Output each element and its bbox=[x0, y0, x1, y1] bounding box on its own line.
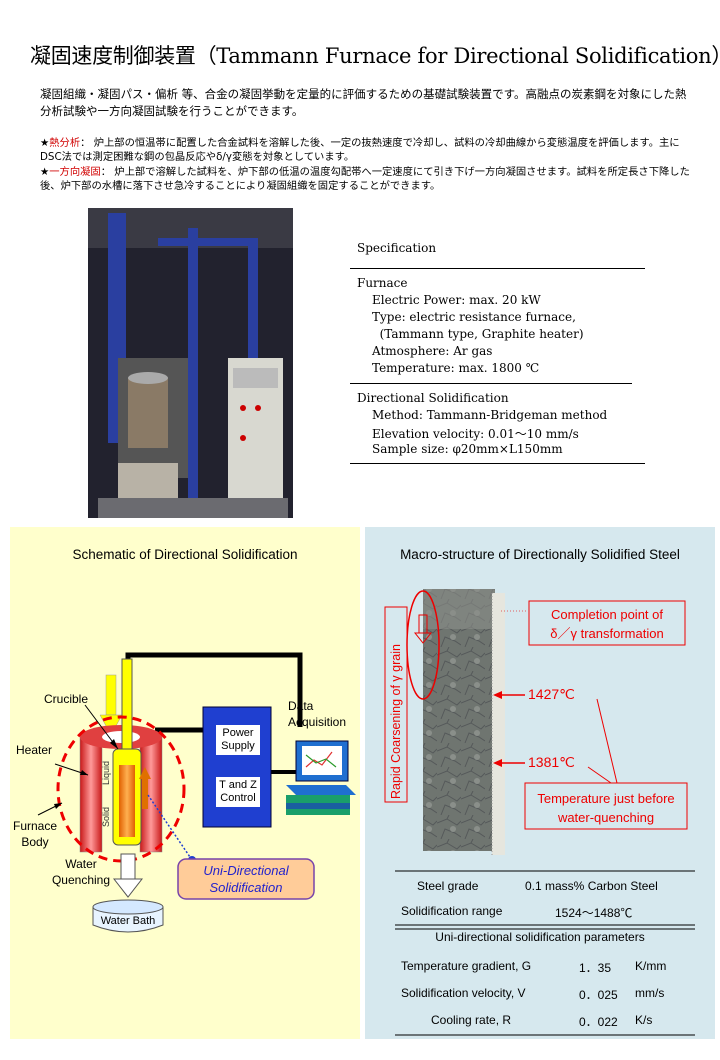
spec-line: Elevation velocity: 0.01～10 mm/s bbox=[372, 427, 579, 441]
macro-title: Macro-structure of Directionally Solidif… bbox=[400, 547, 680, 562]
macro-panel: Macro-structure of Directionally Solidif… bbox=[365, 527, 715, 1039]
heater-label: Heater bbox=[16, 743, 53, 757]
param-label: Temperature gradient, G bbox=[401, 959, 532, 973]
bullet-head: 熱分析 bbox=[49, 137, 81, 149]
spec-line: Method: Tammann-Bridgeman method bbox=[372, 408, 608, 422]
crucible-label: Crucible bbox=[44, 692, 89, 706]
param-label: Solidification velocity, V bbox=[401, 986, 526, 1000]
bullet-text: ： 炉上部で溶解した試料を、炉下部の低温の温度勾配帯へ一定速度にて引き下げ一方向… bbox=[40, 166, 690, 192]
furnace-heading: Furnace bbox=[357, 276, 408, 290]
apparatus-photo bbox=[88, 208, 293, 518]
spec-line: Electric Power: max. 20 kW bbox=[372, 293, 541, 307]
solidification-range-label: Solidification range bbox=[401, 904, 503, 918]
schematic-title: Schematic of Directional Solidification bbox=[72, 547, 298, 562]
water-quenching-label: Water Quenching bbox=[51, 857, 111, 887]
rapid-coarsening-label: Rapid Coarsening of γ grain bbox=[389, 644, 403, 799]
bullet-head: 一方向凝固 bbox=[49, 166, 101, 178]
bullet-star: ★ bbox=[40, 166, 50, 178]
solidification-range-value: 1524～1488℃ bbox=[555, 906, 633, 920]
uni-directional-label: Uni-Directional Solidification bbox=[203, 863, 289, 895]
params-heading: Uni-directional solidification parameter… bbox=[435, 930, 645, 944]
bullet-thermal-analysis: ★熱分析： 炉上部の恒温帯に配置した合金試料を溶解した後、一定の抜熱速度で冷却し… bbox=[40, 137, 700, 164]
divider bbox=[350, 268, 645, 269]
macro-diagram bbox=[384, 589, 695, 1036]
temperature-before-quench-label: Temperature just before water-quenching bbox=[537, 791, 675, 825]
spec-line: Type: electric resistance furnace, bbox=[372, 310, 576, 324]
ds-heading: Directional Solidification bbox=[357, 391, 509, 405]
param-value: 0．022 bbox=[579, 1015, 618, 1029]
steel-grade-value: 0.1 mass% Carbon Steel bbox=[525, 879, 658, 893]
intro-text: 凝固組織・凝固パス・偏析 等、合金の凝固挙動を定量的に評価するための基礎試験装置… bbox=[40, 87, 687, 118]
param-unit: mm/s bbox=[635, 986, 665, 1000]
bullet-directional-solidification: ★一方向凝固： 炉上部で溶解した試料を、炉下部の低温の温度勾配帯へ一定速度にて引… bbox=[40, 166, 700, 193]
completion-point-label: Completion point of δ／γ transformation bbox=[550, 607, 664, 641]
param-value: 1．35 bbox=[579, 961, 612, 975]
tz-control-label: T and Z Control bbox=[219, 779, 257, 804]
divider bbox=[350, 463, 645, 464]
divider bbox=[350, 383, 632, 384]
param-unit: K/mm bbox=[635, 959, 667, 973]
power-supply-label: Power Supply bbox=[221, 727, 255, 752]
bullet-star: ★ bbox=[40, 137, 50, 149]
page-title: 凝固速度制御装置（Tammann Furnace for Directional… bbox=[30, 44, 720, 68]
temp-1427-label: 1427℃ bbox=[528, 686, 575, 702]
data-acquisition-label: Data Acquisition bbox=[288, 699, 347, 729]
param-value: 0．025 bbox=[579, 988, 618, 1002]
param-label: Cooling rate, R bbox=[431, 1013, 512, 1027]
furnace-body-label: Furnace Body bbox=[12, 819, 58, 849]
schematic-panel: Schematic of Directional Solidification bbox=[10, 527, 360, 1039]
bullet-text: ： 炉上部の恒温帯に配置した合金試料を溶解した後、一定の抜熱速度で冷却し、試料の… bbox=[40, 137, 680, 163]
spec-line: (Tammann type, Graphite heater) bbox=[372, 327, 584, 341]
water-bath-label: Water Bath bbox=[100, 915, 156, 927]
liquid-label: Liquid bbox=[101, 760, 111, 785]
steel-grade-label: Steel grade bbox=[417, 879, 479, 893]
temp-1381-label: 1381℃ bbox=[528, 754, 575, 770]
param-unit: K/s bbox=[635, 1013, 653, 1027]
solid-label: Solid bbox=[101, 806, 111, 827]
schematic-diagram bbox=[37, 652, 356, 933]
spec-heading: Specification bbox=[357, 241, 437, 255]
spec-line: Atmosphere: Ar gas bbox=[372, 344, 493, 358]
spec-line: Sample size: φ20mm×L150mm bbox=[372, 442, 563, 456]
spec-line: Temperature: max. 1800 ℃ bbox=[372, 361, 540, 375]
